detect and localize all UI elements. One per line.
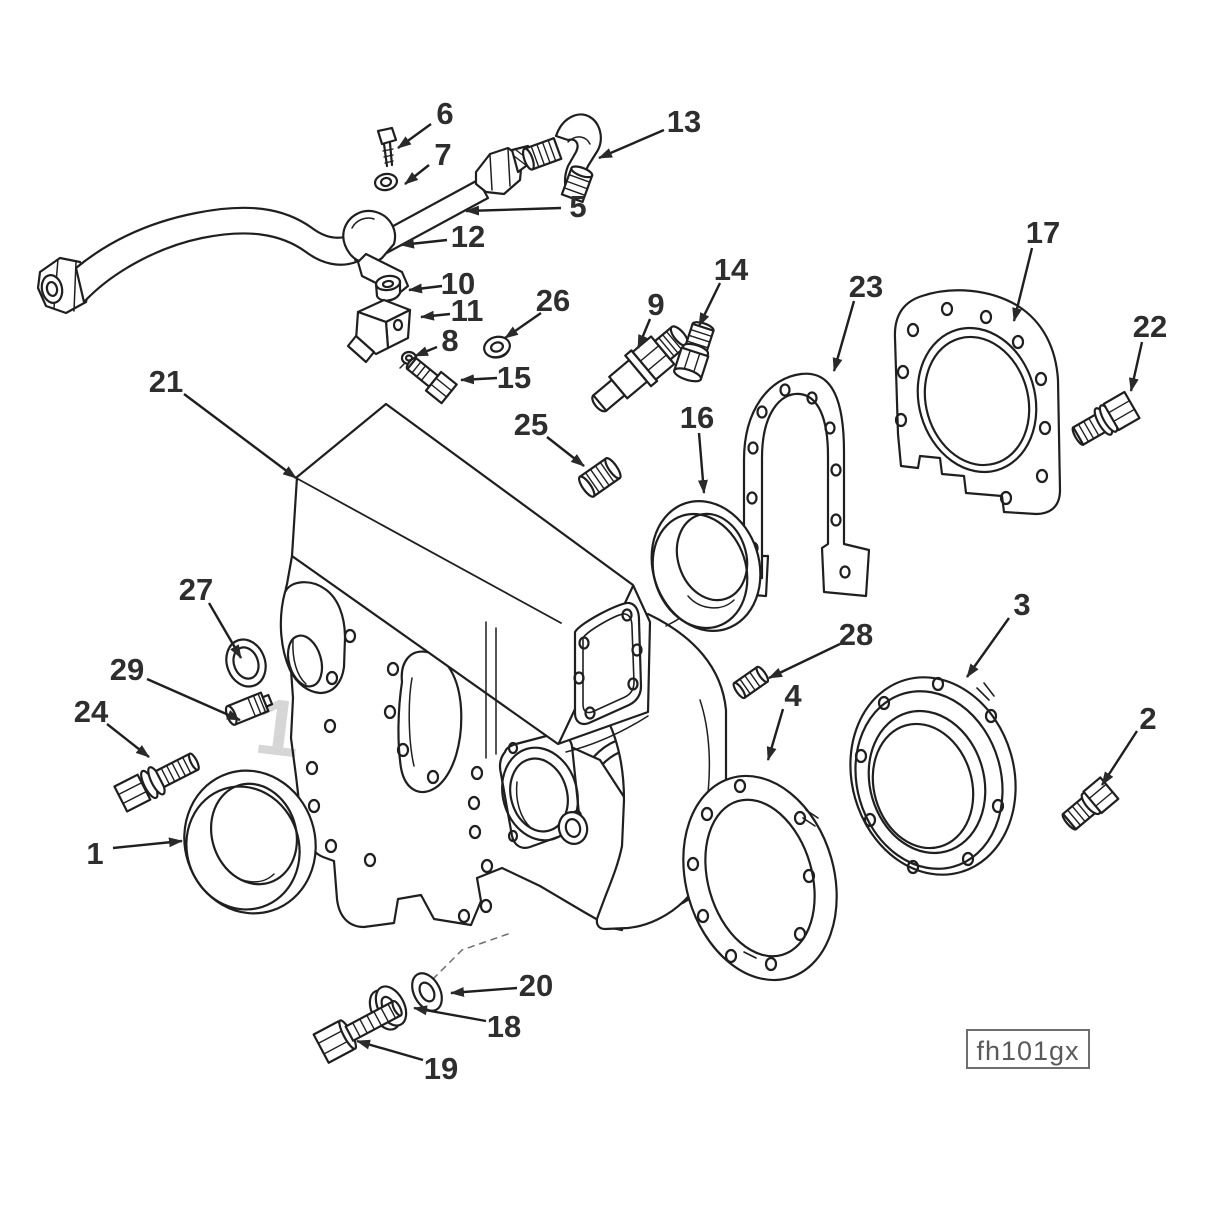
leader-line-11 [420,310,451,321]
leader-line-6 [397,123,432,149]
washer-26 [483,335,511,359]
assembly-dash-line [431,933,509,981]
callout-label-19: 19 [424,1051,458,1086]
hose-assembly [36,113,602,315]
pipe-plug-28 [732,665,770,700]
leader-line-12 [400,238,448,249]
callout-label-11: 11 [451,293,484,328]
leader-line-10 [408,283,443,294]
callout-label-12: 12 [451,219,485,254]
washer-7 [373,172,399,192]
housing-window [573,601,643,726]
leader-line-1 [112,837,183,850]
callout-label-7: 7 [434,137,451,172]
leader-line-3 [966,617,1010,678]
callout-label-23: 23 [849,269,883,304]
callout-label-17: 17 [1026,215,1060,250]
leader-line-8 [414,345,438,358]
callout-label-21: 21 [149,364,183,399]
leader-line-17 [1012,247,1034,322]
leader-line-21 [183,393,297,479]
callout-label-29: 29 [110,652,144,687]
callout-label-8: 8 [441,323,458,358]
housing-crank-boss [498,732,583,849]
callout-label-1: 1 [86,836,103,871]
leader-line-14 [697,282,722,327]
leader-line-7 [404,164,430,185]
callout-label-9: 9 [647,287,664,322]
leader-line-22 [1128,341,1144,392]
callout-label-24: 24 [74,694,109,729]
leader-line-27 [207,602,243,659]
hose-body [74,206,358,304]
bolt-24 [113,752,200,813]
callout-label-2: 2 [1139,701,1156,736]
leader-line-9 [636,318,652,349]
callout-label-27: 27 [179,572,213,607]
callout-label-14: 14 [714,252,749,287]
leader-line-23 [832,300,856,372]
callout-label-16: 16 [680,400,714,435]
oil-seal-16 [650,500,762,632]
callout-label-4: 4 [784,678,802,713]
leader-line-19 [356,1039,424,1062]
figure-code-label: fh101gx [966,1029,1090,1069]
leader-line-26 [504,312,542,339]
callout-label-28: 28 [839,617,873,652]
callout-label-22: 22 [1133,309,1167,344]
bolt-19 [312,999,403,1064]
adapter-fitting-14 [673,321,715,383]
housing-ear [279,581,347,695]
callout-label-10: 10 [441,266,475,301]
flywheel-housing [279,402,743,932]
callout-label-20: 20 [519,968,553,1003]
leader-line-29 [146,677,241,722]
leader-line-25 [546,436,585,467]
callout-label-15: 15 [497,360,531,395]
leader-line-4 [766,708,785,761]
callout-label-5: 5 [569,189,586,224]
callout-label-26: 26 [536,283,570,318]
leader-line-28 [768,642,841,680]
callout-layer: 1234567891011121314151617181920212223242… [74,96,1167,1086]
bracket-11 [346,298,412,364]
leader-line-20 [450,986,518,998]
leader-line-13 [598,128,665,160]
leader-line-16 [697,432,708,494]
pipe-plug-25 [577,457,622,498]
leader-line-5 [465,205,562,216]
leader-line-24 [106,723,150,758]
rear-seal-retainer [893,289,1062,516]
leader-line-2 [1100,730,1139,786]
leader-line-18 [413,1005,487,1023]
elbow-fitting-13 [522,113,602,204]
leader-line-15 [460,374,498,385]
callout-label-18: 18 [487,1009,521,1044]
callout-label-6: 6 [436,96,453,131]
bolt-6 [376,126,398,168]
bolt-2 [1061,776,1120,831]
seal-retainer-3 [849,676,1017,876]
callout-label-13: 13 [667,104,701,139]
bolt-22 [1071,390,1141,446]
callout-label-25: 25 [514,407,548,442]
callout-label-3: 3 [1013,587,1030,622]
gasket-4 [682,774,838,982]
spacer-nut-10 [374,274,402,302]
washer-20 [411,972,443,1012]
front-seal-1 [183,769,317,915]
bolt-15 [405,356,458,405]
